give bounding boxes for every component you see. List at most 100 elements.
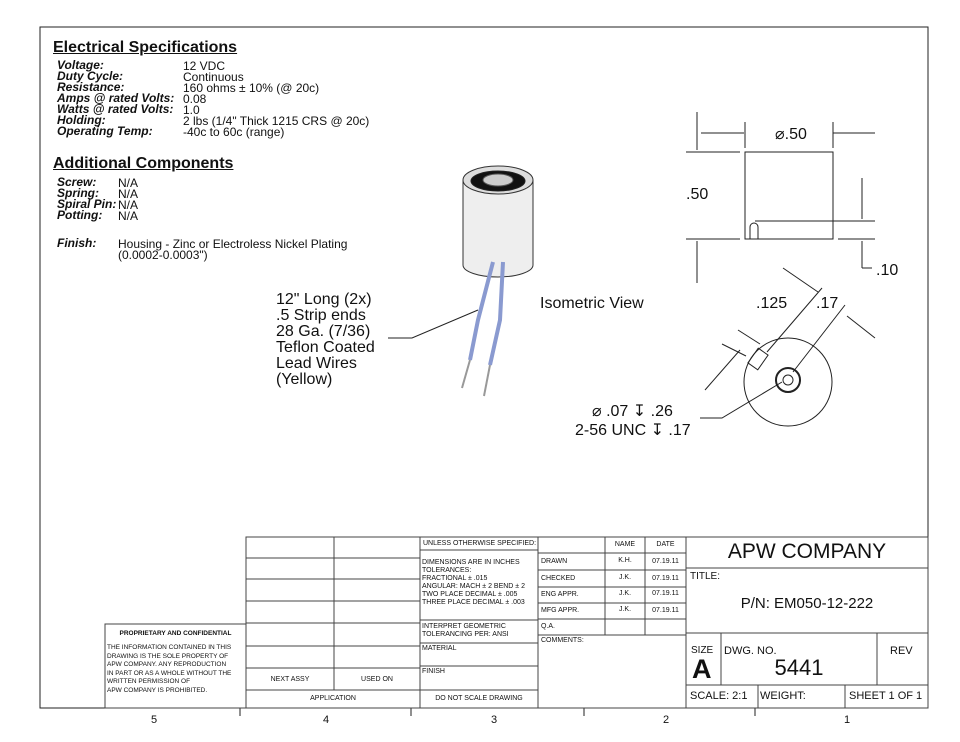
dim-17: .17 — [816, 295, 839, 312]
proprietary-line: DRAWING IS THE SOLE PROPERTY OF — [107, 652, 229, 660]
geo-line: TOLERANCING PER: ANSI — [422, 631, 509, 638]
signoff-role: Q.A. — [541, 623, 556, 630]
finish-value: Housing - Zinc or Electroless Nickel Pla… — [118, 237, 348, 262]
electrical-specs-values: 12 VDC Continuous 160 ohms ± 10% (@ 20c)… — [183, 59, 370, 139]
weight: WEIGHT: — [760, 690, 806, 702]
spec-label: Watts @ rated Volts: — [57, 102, 174, 116]
zone-label: 2 — [663, 714, 670, 726]
next-assy-label: NEXT ASSY — [270, 676, 310, 683]
tolerance-line: TOLERANCES: — [422, 567, 472, 574]
rev-label: REV — [890, 645, 913, 657]
spec-value: 12 VDC — [183, 59, 226, 73]
callout-line: 12" Long (2x) — [276, 291, 372, 308]
spec-value: Continuous — [183, 70, 244, 84]
spec-label: Duty Cycle: — [57, 69, 124, 83]
size-label: SIZE — [691, 645, 714, 656]
tolerances: DIMENSIONS ARE IN INCHES TOLERANCES: FRA… — [422, 559, 525, 607]
electrical-specs-labels: Voltage: Duty Cycle: Resistance: Amps @ … — [57, 59, 175, 138]
date-header: DATE — [656, 541, 675, 548]
zone-label: 3 — [491, 714, 498, 726]
name-header: NAME — [614, 541, 636, 548]
component-label: Potting: — [57, 208, 103, 222]
signoff-date: 07.19.11 — [652, 607, 679, 614]
geo-line: INTERPRET GEOMETRIC — [422, 623, 506, 630]
spec-label: Operating Temp: — [57, 124, 153, 138]
dim-offset: .10 — [876, 262, 899, 279]
proprietary-line: THE INFORMATION CONTAINED IN THIS — [107, 644, 232, 651]
geometric-tolerancing: INTERPRET GEOMETRIC TOLERANCING PER: ANS… — [422, 623, 509, 639]
finish-label: Finish: — [57, 236, 97, 250]
component-label: Spring: — [57, 186, 99, 200]
isometric-view — [388, 165, 534, 397]
used-on-label: USED ON — [361, 676, 393, 683]
signoff-role: MFG APPR. — [541, 607, 580, 614]
component-label: Spiral Pin: — [57, 197, 117, 211]
zone-label: 4 — [323, 714, 330, 726]
zone-ticks — [239, 708, 756, 716]
company-name: APW COMPANY — [727, 540, 887, 563]
spec-label: Resistance: — [57, 80, 125, 94]
electrical-specs-heading: Electrical Specifications — [53, 39, 238, 56]
tolerance-line: THREE PLACE DECIMAL ± .003 — [422, 599, 525, 606]
title-label: TITLE: — [690, 571, 721, 582]
dwg-number: 5441 — [774, 655, 824, 680]
part-number: P/N: EM050-12-222 — [740, 595, 874, 612]
tolerance-line: ANGULAR: MACH ± 2 BEND ± 2 — [422, 583, 525, 590]
signoff-name: J.K. — [618, 606, 632, 613]
signoff-name: J.K. — [618, 590, 632, 597]
component-value: N/A — [118, 176, 139, 190]
signoff-role: DRAWN — [541, 558, 568, 565]
signoff-date: 07.19.11 — [652, 590, 679, 597]
isometric-view-label: Isometric View — [540, 295, 644, 312]
dwg-no-label: DWG. NO. — [724, 645, 777, 657]
signoff-role: CHECKED — [541, 575, 576, 582]
lead-wire-callout: 12" Long (2x) .5 Strip ends 28 Ga. (7/36… — [276, 292, 375, 388]
additional-labels: Screw: Spring: Spiral Pin: Potting: — [57, 175, 117, 222]
signoff-name: K.H. — [618, 557, 632, 564]
tolerance-line: TWO PLACE DECIMAL ± .005 — [422, 591, 518, 598]
proprietary-line: WRITTEN PERMISSION OF — [107, 678, 191, 685]
bottom-view — [700, 267, 876, 427]
finish-line: (0.0002-0.0003") — [118, 248, 208, 262]
application-label: APPLICATION — [310, 695, 356, 702]
proprietary-text: THE INFORMATION CONTAINED IN THIS DRAWIN… — [107, 644, 231, 695]
signoff-date: 07.19.11 — [652, 558, 679, 565]
component-label: Screw: — [57, 175, 97, 189]
dim-125: .125 — [756, 295, 788, 312]
spec-value: -40c to 60c (range) — [183, 125, 285, 139]
spec-label: Amps @ rated Volts: — [57, 91, 175, 105]
scale: SCALE: 2:1 — [690, 690, 748, 702]
spec-label: Holding: — [57, 113, 106, 127]
proprietary-title: PROPRIETARY AND CONFIDENTIAL — [119, 630, 232, 637]
component-value: N/A — [118, 187, 139, 201]
dim-height: .50 — [686, 186, 709, 203]
spec-value: 1.0 — [183, 103, 200, 117]
dim-diameter: ⌀.50 — [775, 126, 807, 143]
comments-label: COMMENTS: — [541, 637, 584, 644]
spec-value: 2 lbs (1/4" Thick 1215 CRS @ 20c) — [183, 114, 370, 128]
proprietary-line: APW COMPANY. ANY REPRODUCTION — [107, 661, 227, 668]
callout-line: Teflon Coated — [276, 339, 375, 356]
hole-callout-2: 2-56 UNC ↧ .17 — [575, 422, 691, 439]
spec-value: 160 ohms ± 10% (@ 20c) — [183, 81, 320, 95]
finish-field-label: FINISH — [422, 668, 445, 675]
finish-line: Housing - Zinc or Electroless Nickel Pla… — [118, 237, 348, 251]
additional-components-heading: Additional Components — [53, 155, 234, 172]
title-block-grid — [104, 536, 929, 709]
size-value: A — [692, 654, 712, 684]
do-not-scale: DO NOT SCALE DRAWING — [435, 695, 523, 702]
unless-specified: UNLESS OTHERWISE SPECIFIED: — [423, 540, 537, 547]
callout-line: Lead Wires — [276, 355, 357, 372]
spec-value: 0.08 — [183, 92, 207, 106]
component-value: N/A — [118, 209, 139, 223]
material-label: MATERIAL — [422, 645, 457, 652]
side-view — [686, 112, 875, 283]
tolerance-line: FRACTIONAL ± .015 — [422, 575, 488, 582]
callout-line: 28 Ga. (7/36) — [276, 323, 371, 340]
tolerance-line: DIMENSIONS ARE IN INCHES — [422, 559, 520, 566]
proprietary-line: IN PART OR AS A WHOLE WITHOUT THE — [107, 669, 232, 677]
callout-line: .5 Strip ends — [276, 307, 366, 324]
sheet: SHEET 1 OF 1 — [849, 690, 923, 702]
